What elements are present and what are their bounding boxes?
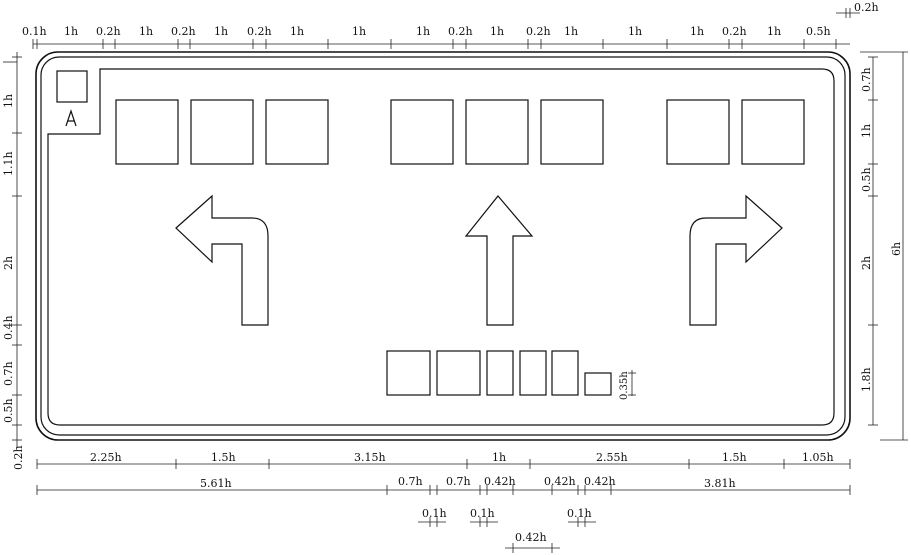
svg-text:3.15h: 3.15h: [354, 451, 386, 464]
svg-text:0.2h: 0.2h: [171, 25, 196, 38]
sign-middle-border: [40, 56, 846, 436]
left-text-block-3: [265, 99, 329, 165]
left-text-block-1: [115, 99, 179, 165]
svg-text:1h: 1h: [767, 25, 781, 38]
bottom-text-block-3: [486, 350, 514, 396]
svg-text:1h: 1h: [290, 25, 304, 38]
svg-text:0.5h: 0.5h: [806, 25, 831, 38]
bottom-text-block-1: [386, 350, 431, 396]
svg-text:2.25h: 2.25h: [90, 451, 122, 464]
svg-text:1h: 1h: [690, 25, 704, 38]
middle-text-block-1: [390, 99, 454, 165]
svg-text:0.5h: 0.5h: [860, 167, 873, 192]
svg-text:0.2h: 0.2h: [448, 25, 473, 38]
sign-inner-border: [47, 68, 835, 426]
svg-text:1h: 1h: [492, 451, 506, 464]
svg-text:0.42h: 0.42h: [484, 475, 516, 488]
left-dimension-labels: 1h 1.1h 2h 0.4h 0.7h 0.5h 0.2h: [2, 94, 25, 470]
svg-text:0.1h: 0.1h: [470, 507, 495, 520]
svg-text:0.1h: 0.1h: [22, 25, 47, 38]
svg-text:0.7h: 0.7h: [860, 67, 873, 92]
right-dimension-labels: 0.7h 1h 0.5h 2h 1.8h 6h: [860, 67, 903, 392]
svg-text:1h: 1h: [64, 25, 78, 38]
svg-text:1h: 1h: [564, 25, 578, 38]
bottom-dimension-row-4: 0.42h: [505, 531, 560, 553]
bottom-dimension-row-3: 0.1h 0.1h 0.1h: [418, 507, 596, 527]
right-text-block-2: [741, 99, 805, 165]
overall-height-label: 6h: [890, 242, 903, 256]
svg-text:1.8h: 1.8h: [860, 367, 873, 392]
corner-marker-square: [56, 70, 88, 103]
svg-text:1h: 1h: [628, 25, 642, 38]
svg-text:0.7h: 0.7h: [446, 475, 471, 488]
bottom-dimension-row-2: 5.61h 0.7h 0.7h 0.42h 0.42h 0.42h 3.81h: [36, 475, 851, 495]
svg-text:1.5h: 1.5h: [722, 451, 747, 464]
svg-text:3.81h: 3.81h: [704, 477, 736, 490]
svg-text:1h: 1h: [352, 25, 366, 38]
svg-text:0.7h: 0.7h: [398, 475, 423, 488]
top-dimension-labels: 0.1h 1h 0.2h 1h 0.2h 1h 0.2h 1h 1h 1h 0.…: [22, 1, 879, 38]
bottom-text-block-4: [519, 350, 547, 396]
svg-text:1h: 1h: [490, 25, 504, 38]
small-square-dim-label: 0.35h: [619, 371, 630, 400]
svg-text:1h: 1h: [214, 25, 228, 38]
svg-text:0.42h: 0.42h: [515, 531, 547, 544]
svg-text:0.1h: 0.1h: [567, 507, 592, 520]
right-text-block-1: [666, 99, 730, 165]
svg-text:0.5h: 0.5h: [2, 398, 15, 423]
svg-text:0.42h: 0.42h: [584, 475, 616, 488]
left-dimension-line: [3, 52, 22, 448]
left-turn-arrow-icon: [175, 194, 269, 326]
svg-text:2h: 2h: [860, 256, 873, 270]
left-text-block-2: [190, 99, 254, 165]
bottom-text-block-2: [436, 350, 481, 396]
straight-arrow-icon: [464, 195, 534, 326]
middle-text-block-2: [465, 99, 529, 165]
svg-text:1h: 1h: [139, 25, 153, 38]
svg-text:0.2h: 0.2h: [247, 25, 272, 38]
svg-text:5.61h: 5.61h: [200, 477, 232, 490]
svg-text:0.2h: 0.2h: [96, 25, 121, 38]
svg-text:1h: 1h: [860, 124, 873, 138]
svg-text:1.5h: 1.5h: [211, 451, 236, 464]
svg-text:1.05h: 1.05h: [802, 451, 834, 464]
top-dimension-line: [32, 8, 860, 49]
right-dimension-line: [860, 51, 908, 441]
bottom-dimension-row-1: 2.25h 1.5h 3.15h 1h 2.55h 1.5h 1.05h: [36, 451, 851, 469]
svg-text:1.1h: 1.1h: [2, 151, 15, 176]
svg-text:1h: 1h: [2, 94, 15, 108]
middle-text-block-3: [540, 99, 604, 165]
corner-marker-symbol-icon: [65, 109, 77, 127]
svg-text:0.42h: 0.42h: [544, 475, 576, 488]
right-turn-arrow-icon: [689, 194, 783, 326]
svg-text:0.2h: 0.2h: [12, 445, 25, 470]
svg-text:0.2h: 0.2h: [854, 1, 879, 14]
sign-outer-border: [35, 51, 851, 441]
svg-text:0.7h: 0.7h: [2, 361, 15, 386]
svg-text:0.1h: 0.1h: [422, 507, 447, 520]
bottom-text-block-5: [551, 350, 579, 396]
svg-text:0.4h: 0.4h: [2, 315, 15, 340]
svg-text:0.2h: 0.2h: [526, 25, 551, 38]
bottom-small-square: [584, 372, 612, 396]
svg-text:1h: 1h: [416, 25, 430, 38]
svg-text:2.55h: 2.55h: [596, 451, 628, 464]
svg-text:2h: 2h: [2, 256, 15, 270]
svg-text:0.2h: 0.2h: [722, 25, 747, 38]
